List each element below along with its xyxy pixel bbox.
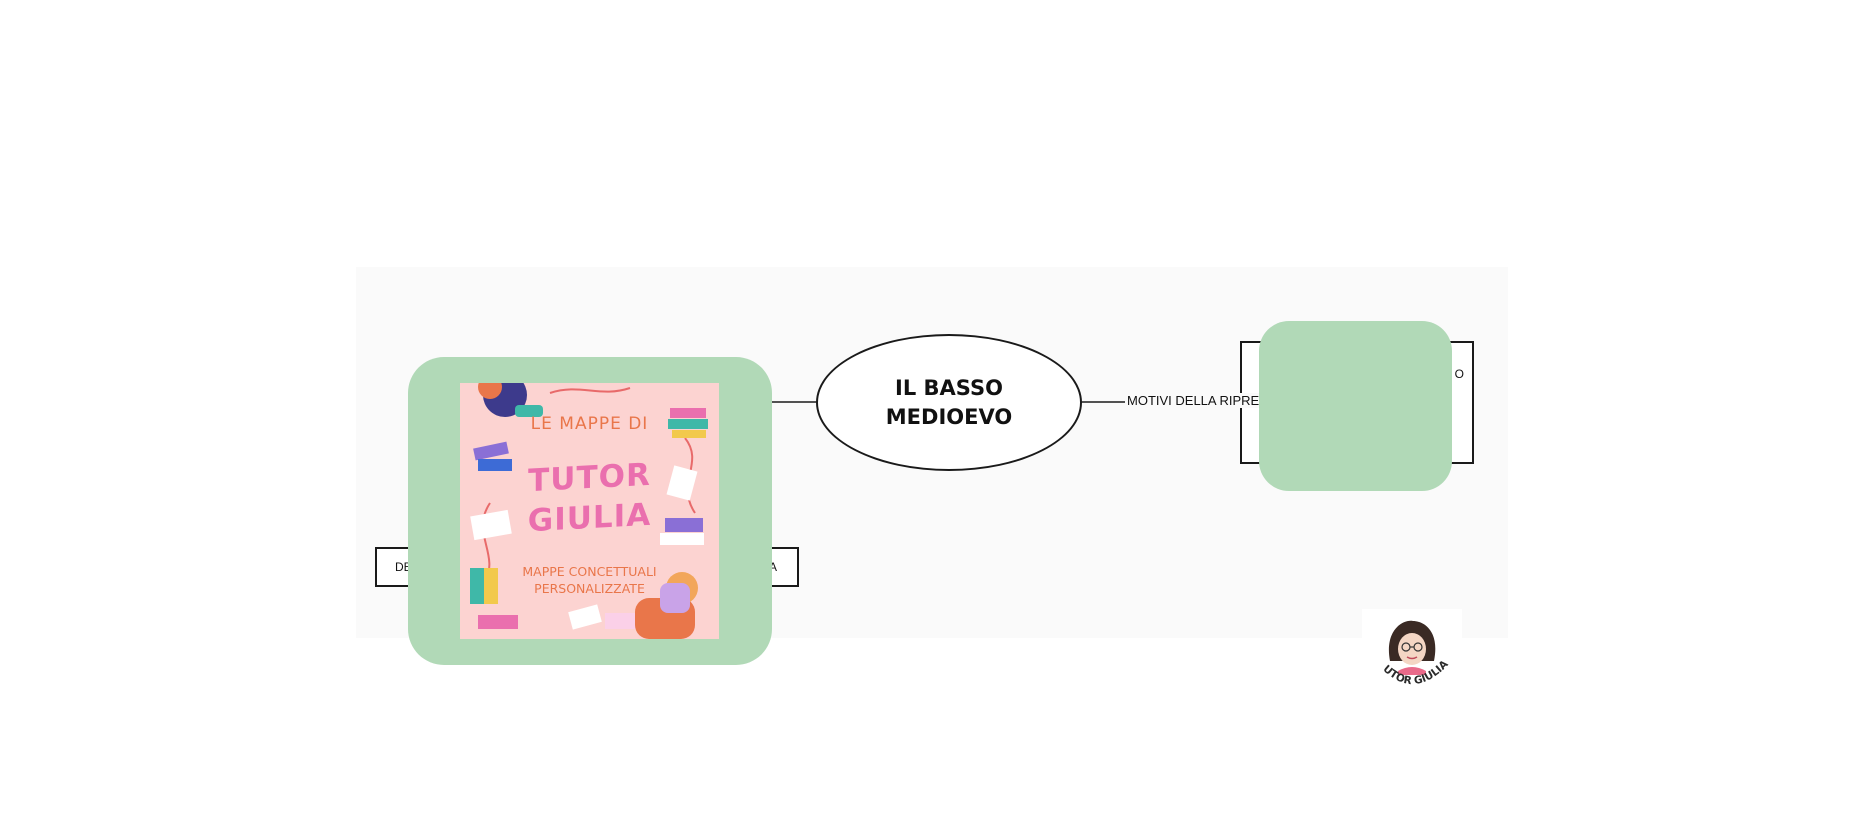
- poster-subtitle: MAPPE CONCETTUALI PERSONALIZZATE: [460, 563, 719, 597]
- poster-line-5: PERSONALIZZATE: [534, 581, 645, 596]
- books-illustration: [470, 383, 708, 639]
- node-left-text-end: A: [768, 560, 777, 574]
- poster-line-1: LE MAPPE DI: [530, 414, 649, 434]
- promo-poster: LE MAPPE DI TUTOR GIULIA MAPPE CONCETTUA…: [460, 383, 719, 639]
- avatar-logo: TUTOR GIULIA: [1362, 609, 1462, 699]
- central-node-label: IL BASSO MEDIOEVO: [885, 375, 1013, 429]
- poster-line-4: MAPPE CONCETTUALI: [522, 564, 657, 579]
- overlay-green-block: [1259, 321, 1452, 491]
- central-node[interactable]: IL BASSO MEDIOEVO: [816, 334, 1082, 471]
- poster-title: TUTOR GIULIA: [460, 451, 719, 545]
- edge-label-motivi: MOTIVI DELLA RIPRESA: [1127, 393, 1277, 408]
- node-left-text-start: DE: [395, 560, 412, 574]
- node-right-text: O: [1454, 367, 1464, 381]
- avatar-logo-icon: TUTOR GIULIA: [1362, 609, 1451, 687]
